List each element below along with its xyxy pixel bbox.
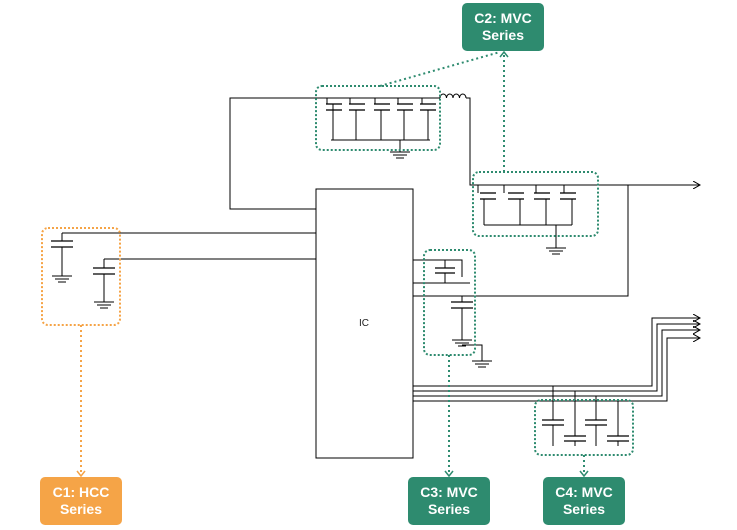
c1-hcc-series-label: C1: HCC Series (40, 477, 122, 525)
inductor-symbol (439, 93, 467, 99)
c2b-group-box (472, 171, 599, 237)
ic-label: IC (359, 318, 369, 329)
c4-group-box (534, 399, 634, 456)
leader-lines (80, 51, 585, 476)
c1-capacitors (51, 240, 115, 309)
c2-mvc-series-label: C2: MVC Series (462, 3, 544, 51)
ic-block (315, 188, 414, 459)
c2b-capacitor-bank (477, 185, 576, 255)
c4-capacitors (542, 419, 629, 446)
leader-arrowheads (76, 50, 589, 478)
wires (61, 97, 700, 436)
c4-mvc-series-label: C4: MVC Series (543, 477, 625, 525)
c3-mvc-series-label: C3: MVC Series (408, 477, 490, 525)
c2-capacitor-bank (326, 98, 436, 141)
c2-group-box (315, 85, 441, 151)
c3-capacitors (435, 260, 473, 347)
c1-group-box (41, 227, 121, 326)
